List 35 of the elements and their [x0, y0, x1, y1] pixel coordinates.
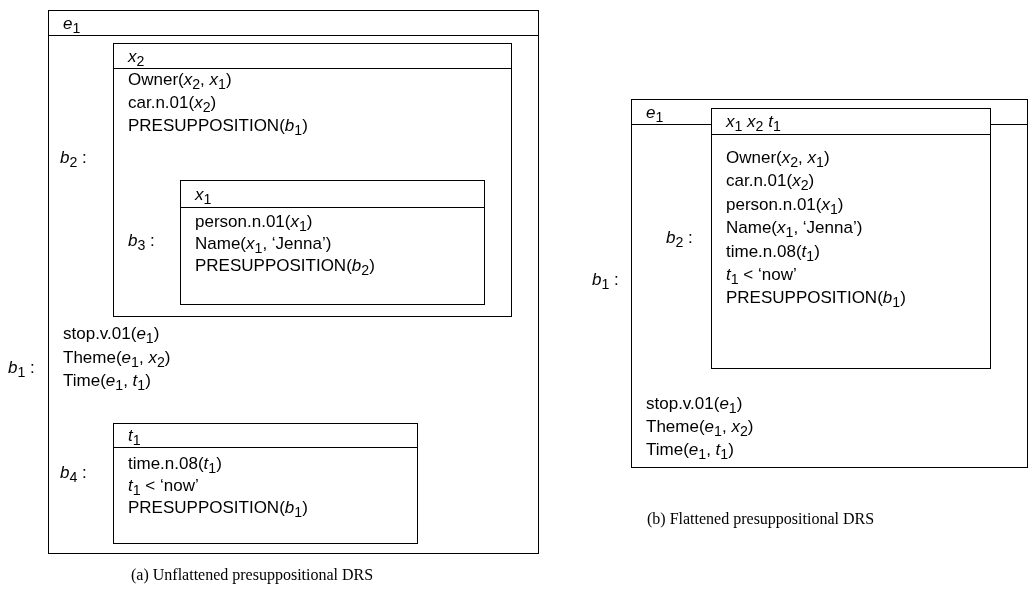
referent-header: t$_{1}$ [114, 424, 417, 448]
drs-box [48, 10, 539, 554]
figure-caption: (b) Flattened presuppositional DRS [647, 510, 875, 528]
referent-header: e$_{1}$ [49, 11, 538, 36]
figure-caption: (a) Unflattened presuppositional DRS [131, 566, 374, 584]
condition-text: time.n.08(t$_{1}$) [726, 240, 820, 266]
box-label: b$_{1}$ : [8, 358, 35, 381]
drs-box [711, 108, 991, 369]
condition-text: car.n.01(x$_{2}$) [726, 170, 815, 196]
condition-text: PRESUPPOSITION(b$_{1}$) [128, 115, 308, 141]
box-label: b$_{1}$ : [592, 270, 619, 293]
drs-box [631, 99, 1028, 468]
referent-header: x$_{1}$ x$_{2}$ t$_{1}$ [712, 109, 990, 135]
condition-text: t$_{1}$ < ‘now’ [726, 264, 797, 290]
condition-text: PRESUPPOSITION(b$_{1}$) [726, 287, 906, 313]
condition-text: Time(e$_{1}$, t$_{1}$) [646, 439, 734, 465]
drs-box [113, 43, 512, 317]
condition-text: person.n.01(x$_{1}$) [726, 193, 844, 220]
condition-text: stop.v.01(e$_{1}$) [63, 323, 160, 349]
drs-box [113, 423, 418, 544]
condition-text: Time(e$_{1}$, t$_{1}$) [63, 370, 151, 396]
referent-header: x$_{1}$ [181, 181, 484, 208]
box-label: b$_{4}$ : [60, 463, 87, 486]
condition-text: Theme(e$_{1}$, x$_{2}$) [63, 346, 171, 372]
condition-text: Name(x$_{1}$, ‘Jenna’) [726, 217, 863, 243]
condition-text: Owner(x$_{2}$, x$_{1}$) [128, 69, 232, 95]
condition-text: Theme(e$_{1}$, x$_{2}$) [646, 416, 754, 442]
box-label: b$_{3}$ : [128, 231, 155, 254]
box-label: b$_{2}$ : [666, 228, 693, 251]
condition-text: car.n.01(x$_{2}$) [128, 92, 217, 118]
referent-header: x$_{2}$ [114, 44, 511, 69]
drs-box [180, 180, 485, 305]
condition-text: Owner(x$_{2}$, x$_{1}$) [726, 147, 830, 173]
box-label: b$_{2}$ : [60, 148, 87, 171]
condition-text: stop.v.01(e$_{1}$) [646, 393, 743, 419]
